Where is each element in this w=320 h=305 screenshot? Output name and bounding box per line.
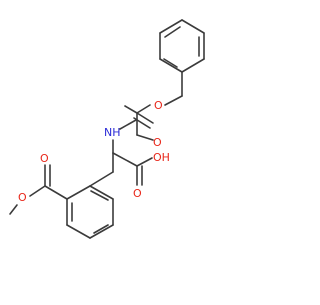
atom-o-carbamate-carbonyl: O: [153, 136, 162, 149]
atom-o-ester-chain: O: [154, 99, 163, 112]
bond: [89, 171, 114, 187]
bond: [66, 224, 91, 239]
bond: [136, 157, 153, 167]
bond-double-inner: [93, 224, 109, 234]
atom-nh: NH: [104, 126, 121, 139]
bond-double-inner: [90, 190, 109, 201]
bond: [181, 19, 205, 34]
aryl-ring: [66, 185, 114, 239]
benzyl-ring: [159, 19, 205, 73]
atom-o-acid-carbonyl: O: [133, 187, 142, 200]
bond: [136, 134, 154, 141]
structure-svg: O O NH OH O O O: [9, 19, 205, 239]
bond: [124, 105, 138, 114]
bond: [159, 19, 183, 34]
bond: [119, 119, 137, 130]
bond: [9, 204, 18, 215]
bond-double-inner: [163, 58, 178, 68]
bond: [112, 152, 138, 167]
bond: [89, 224, 114, 239]
atom-o-methoxy: O: [18, 191, 27, 204]
molecule-diagram: O O NH OH O O O: [9, 19, 205, 239]
bond: [164, 95, 183, 106]
atom-o-ester-carbonyl: O: [40, 152, 49, 165]
bond: [159, 58, 183, 73]
bond: [181, 58, 205, 73]
bond-double-inner: [164, 26, 181, 38]
atom-oh: OH: [153, 151, 170, 164]
bond: [89, 185, 114, 200]
bond: [44, 185, 68, 200]
bond: [29, 185, 46, 197]
bond: [66, 185, 91, 200]
bond: [136, 104, 151, 114]
bond-double: [136, 112, 154, 124]
